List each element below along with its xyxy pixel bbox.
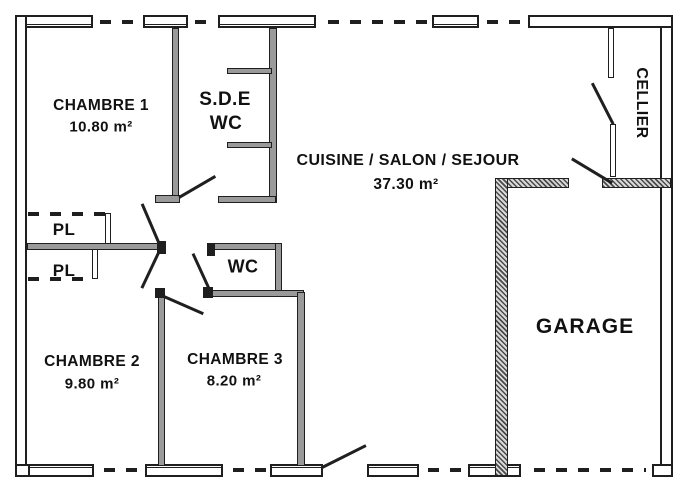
door-jamb: [207, 243, 215, 256]
wall-pl-bottom-side: [92, 249, 98, 279]
window-symbol: [270, 464, 323, 477]
door-swing-chambre3: [163, 295, 204, 315]
area-label-chambre2: 9.80 m²: [64, 375, 120, 393]
wall-cellier-left-lower: [610, 124, 616, 177]
door-swing-cellier: [590, 82, 615, 125]
room-label-chambre3: CHAMBRE 3: [187, 351, 283, 368]
wall-chambre1-sde: [172, 28, 179, 196]
dashed-opening: [328, 20, 428, 24]
window-symbol: [143, 15, 188, 28]
wall-corner-bottom-right: [652, 464, 673, 477]
room-label-wc: WC: [227, 256, 259, 277]
wall-wc-top: [207, 243, 281, 250]
wall-garage-top-right: [602, 178, 671, 188]
wall-sde-right: [269, 28, 277, 203]
closet-label-pl-bottom: PL: [52, 261, 76, 280]
wall-cellier-left-upper: [608, 28, 614, 78]
wall-exterior-right: [660, 17, 673, 477]
wall-sde-partition: [227, 68, 272, 74]
door-swing-entry: [321, 444, 367, 469]
dashed-opening: [233, 468, 269, 472]
door-swing-chambre1: [140, 203, 162, 247]
room-label-cuisine: CUISINE / SALON / SEJOUR: [296, 152, 520, 169]
wall-chambre3-right: [297, 292, 305, 466]
wall-chambre1-foot: [155, 195, 180, 203]
wall-exterior-left: [15, 15, 27, 477]
area-label-cuisine: 37.30 m²: [373, 176, 439, 193]
window-symbol: [432, 15, 479, 28]
wall-wc-right: [275, 243, 282, 294]
dashed-opening: [487, 20, 525, 24]
wall-exterior-top-right: [528, 15, 673, 28]
door-swing-sde: [178, 174, 216, 199]
dashed-opening: [195, 20, 215, 24]
wall-sde-partition: [227, 142, 272, 148]
room-label-garage: GARAGE: [535, 315, 635, 338]
garage-door-opening: [534, 468, 646, 472]
door-jamb: [157, 241, 166, 254]
area-label-chambre3: 8.20 m²: [206, 372, 262, 390]
wall-garage-left: [495, 178, 508, 476]
door-swing-wc: [191, 253, 211, 290]
dashed-opening: [104, 468, 142, 472]
room-label-sde: S.D.E: [199, 89, 251, 110]
window-symbol: [145, 464, 223, 477]
closet-label-pl-top: PL: [52, 220, 76, 239]
room-label-chambre1: CHAMBRE 1: [53, 97, 149, 114]
closet-dashed-front: [28, 212, 106, 216]
door-swing-garage: [571, 157, 613, 185]
room-label-chambre2: CHAMBRE 2: [44, 353, 140, 370]
wall-sde-bottom: [218, 196, 276, 203]
room-label-cellier: CELLIER: [633, 67, 650, 139]
closet-dashed-front: [28, 277, 92, 281]
door-swing-chambre2: [140, 249, 162, 289]
door-jamb: [155, 288, 165, 298]
room-label-sde-wc: WC: [209, 113, 243, 134]
wall-wc-bottom: [203, 290, 304, 297]
window-symbol: [367, 464, 419, 477]
dashed-opening: [100, 20, 144, 24]
area-label-chambre1: 10.80 m²: [69, 118, 133, 136]
wall-chambre2-chambre3: [158, 290, 165, 466]
window-symbol: [25, 15, 93, 28]
door-jamb: [203, 287, 213, 298]
wall-pl-top-side: [105, 213, 111, 244]
window-symbol: [218, 15, 316, 28]
window-symbol: [28, 464, 94, 477]
dashed-opening: [428, 468, 465, 472]
